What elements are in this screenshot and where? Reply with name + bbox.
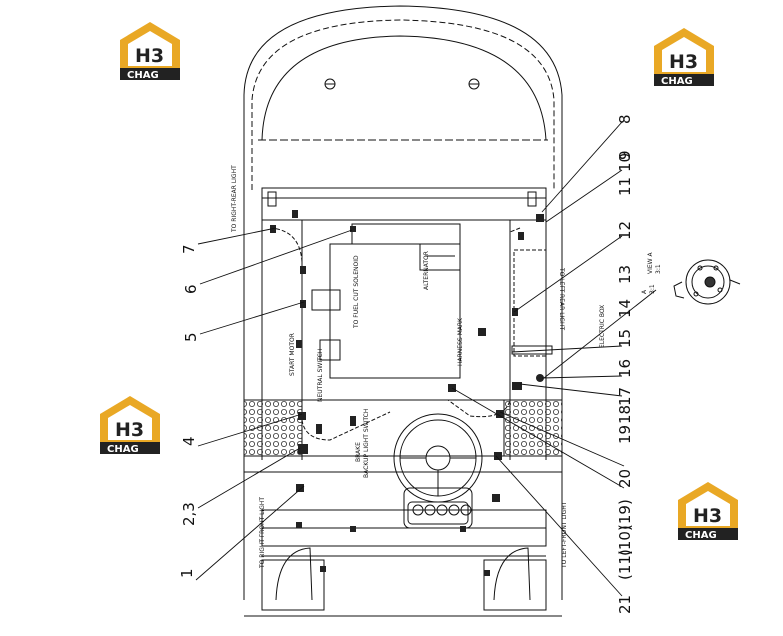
logo-name: CHAG [685, 530, 717, 541]
label-fuel-cut-solenoid: TO FUEL CUT SOLENOID [353, 255, 360, 329]
callout-6: 6 [182, 284, 200, 294]
logo-mark: H3 [693, 505, 722, 527]
grate-left [243, 399, 303, 457]
label-harness-mark: HARNESS MARK [457, 317, 464, 366]
callout-11: 11 [616, 177, 634, 196]
callout-16: 16 [616, 359, 634, 378]
callout-4: 4 [180, 436, 198, 446]
logo-mark: H3 [135, 45, 164, 67]
callout-1: 1 [178, 568, 196, 578]
callout-7: 7 [180, 244, 198, 254]
callout-19-paren: (19) [616, 499, 634, 530]
label-view-a-scale: 3:1 [655, 264, 662, 274]
label-a-mark-scale: 3:1 [649, 284, 656, 294]
callout-20: 20 [616, 469, 634, 488]
label-left-rear-light: TO LEFT-REAR LIGHT [558, 267, 565, 330]
callout-14: 14 [616, 299, 634, 318]
label-view-a: VIEW A [647, 251, 654, 274]
callout-17: 17 [616, 387, 634, 406]
machine-outline [243, 5, 563, 617]
logo-bottom-right: H3 CHAG [678, 482, 738, 541]
label-left-front-light: TO LEFT-FRONT LIGHT [561, 501, 568, 569]
logo-name: CHAG [127, 70, 159, 81]
logo-mid-left: H3 CHAG [100, 396, 160, 455]
label-alternator: ALTERNATOR [423, 251, 430, 290]
callout-11-paren: (11) [616, 549, 634, 580]
callout-19: 19 [616, 425, 634, 444]
label-a-mark: A [641, 289, 648, 294]
grate-right [503, 399, 563, 457]
leader-lines [195, 121, 657, 597]
logo-top-left: H3 CHAG [120, 22, 180, 81]
logo-mark: H3 [115, 419, 144, 441]
view-a-detail [673, 259, 741, 305]
label-neutral-switch: NEUTRAL SWITCH [317, 349, 324, 402]
label-right-front-light: TO RIGHT-FRONT LIGHT [259, 497, 266, 569]
callout-5: 5 [182, 332, 200, 342]
callout-10-paren: (10) [616, 525, 634, 556]
callouts: 1 2,3 4 5 6 7 8 9 10 11 12 13 14 15 16 1… [178, 114, 634, 614]
harness-connectors [270, 210, 544, 576]
callout-12: 12 [616, 221, 634, 240]
callout-18: 18 [616, 405, 634, 424]
diagram-labels: TO RIGHT-REAR LIGHT TO LEFT-REAR LIGHT T… [231, 165, 662, 569]
label-backup-light-switch: BACKUP LIGHT SWITCH [363, 409, 370, 478]
callout-21: 21 [616, 595, 634, 614]
label-electric-box: ELECTRIC BOX [599, 305, 606, 348]
callout-10: 10 [616, 153, 634, 172]
logo-top-right: H3 CHAG [654, 28, 714, 87]
label-start-motor: START MOTOR [289, 333, 296, 376]
callout-2-3: 2,3 [180, 502, 198, 526]
callout-9: 9 [616, 150, 634, 160]
callout-8: 8 [616, 114, 634, 124]
callout-15: 15 [616, 329, 634, 348]
logo-mark: H3 [669, 51, 698, 73]
callout-13: 13 [616, 265, 634, 284]
logo-name: CHAG [661, 76, 693, 87]
label-brake: BRAKE [355, 442, 362, 462]
label-right-rear-light: TO RIGHT-REAR LIGHT [231, 165, 238, 233]
logo-name: CHAG [107, 444, 139, 455]
